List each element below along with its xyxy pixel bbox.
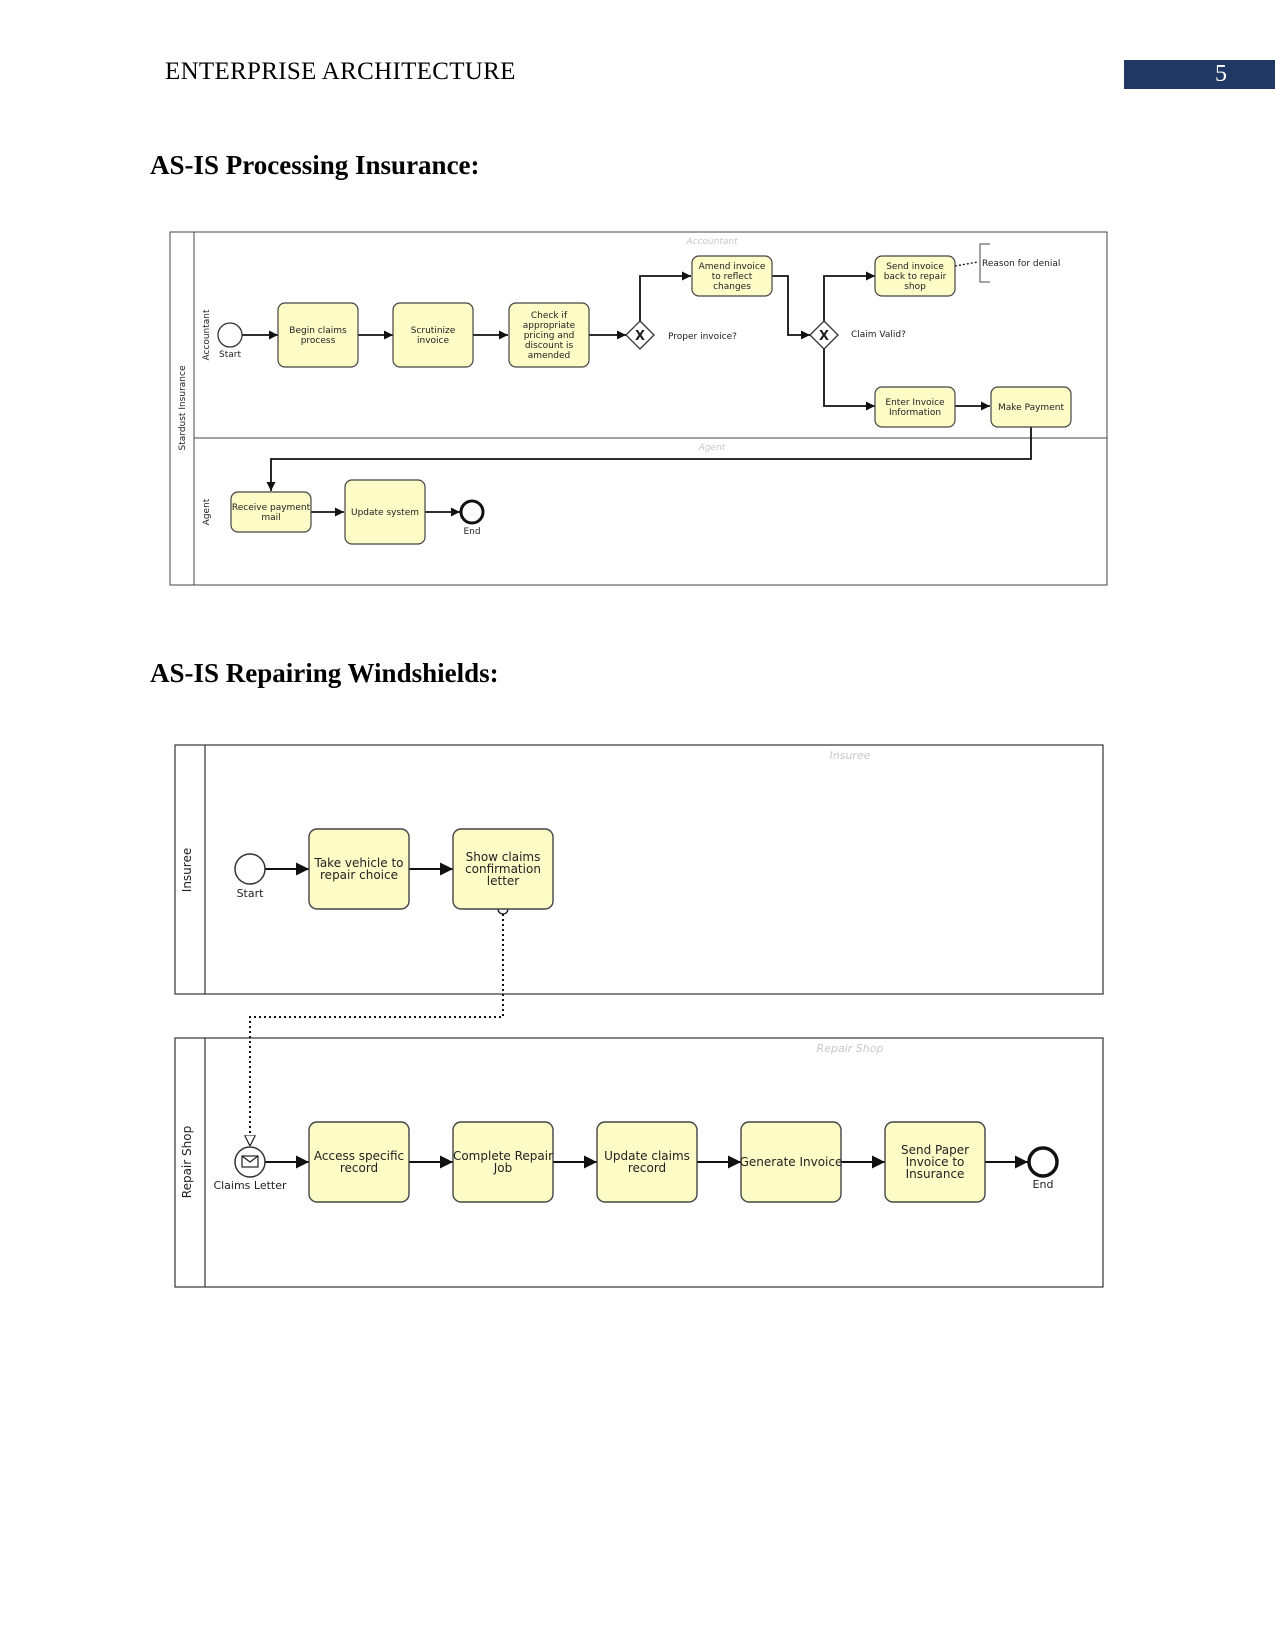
lane-ghost-agent: Agent — [698, 443, 726, 453]
svg-text:X: X — [819, 329, 829, 344]
lane-ghost-accountant: Accountant — [685, 237, 738, 247]
svg-text:Job: Job — [493, 1161, 513, 1175]
svg-text:letter: letter — [487, 874, 520, 888]
pool-stardust-insurance — [169, 231, 1108, 586]
task-generate-invoice: Generate Invoice — [740, 1121, 843, 1203]
start-event-insuree — [234, 853, 266, 885]
task-access-specific-record: Access specific record — [308, 1121, 410, 1203]
section-heading-processing-insurance: AS-IS Processing Insurance: — [150, 150, 480, 180]
gateway-label-proper-invoice: Proper invoice? — [668, 332, 737, 342]
pool-label: Stardust Insurance — [178, 365, 188, 450]
svg-text:Show claims: Show claims — [466, 850, 541, 864]
task-make-payment: Make Payment — [990, 386, 1072, 428]
task-receive-payment-mail: Receive payment mail — [230, 491, 312, 533]
start-event — [217, 322, 243, 348]
svg-text:pricing and: pricing and — [524, 331, 575, 341]
page-number: 5 — [1215, 61, 1227, 87]
svg-text:Complete Repair: Complete Repair — [453, 1149, 553, 1163]
svg-text:Enter Invoice: Enter Invoice — [885, 398, 945, 408]
svg-text:Access specific: Access specific — [314, 1149, 404, 1163]
message-start-label: Claims Letter — [213, 1179, 287, 1192]
gateway-proper-invoice: X Proper invoice? — [625, 320, 737, 350]
section-heading-repairing-windshields: AS-IS Repairing Windshields: — [150, 658, 499, 688]
end-event-repair — [1027, 1146, 1059, 1178]
svg-text:Amend invoice: Amend invoice — [699, 262, 766, 272]
svg-text:changes: changes — [713, 282, 751, 292]
running-head: ENTERPRISE ARCHITECTURE — [165, 58, 516, 85]
task-send-paper-invoice: Send Paper Invoice to Insurance — [884, 1121, 986, 1203]
svg-text:process: process — [301, 336, 336, 346]
svg-text:Update system: Update system — [351, 508, 419, 518]
task-check-pricing: Check if appropriate pricing and discoun… — [508, 302, 590, 368]
gateway-label-claim-valid: Claim Valid? — [851, 330, 906, 340]
task-update-claims-record: Update claims record — [596, 1121, 698, 1203]
svg-text:Invoice to: Invoice to — [906, 1155, 965, 1169]
svg-text:back to repair: back to repair — [884, 272, 947, 282]
svg-text:to reflect: to reflect — [712, 272, 753, 282]
task-show-claims-letter: Show claims confirmation letter — [452, 828, 554, 910]
task-amend-invoice: Amend invoice to reflect changes — [691, 255, 773, 297]
end-event — [459, 499, 485, 525]
end-label: End — [463, 527, 480, 537]
task-update-system: Update system — [344, 479, 426, 545]
svg-text:Insurance: Insurance — [906, 1167, 965, 1181]
svg-text:shop: shop — [904, 282, 926, 292]
svg-text:record: record — [340, 1161, 378, 1175]
svg-text:Make Payment: Make Payment — [998, 403, 1064, 413]
svg-text:Begin claims: Begin claims — [289, 326, 347, 336]
svg-text:amended: amended — [528, 351, 571, 361]
task-send-invoice-back: Send invoice back to repair shop — [874, 255, 956, 297]
svg-text:Receive payment: Receive payment — [232, 503, 311, 513]
annotation-reason-for-denial: Reason for denial — [982, 259, 1060, 269]
pool-ghost-repair-shop: Repair Shop — [817, 1042, 884, 1055]
svg-text:Take vehicle to: Take vehicle to — [313, 856, 403, 870]
svg-text:Information: Information — [889, 408, 941, 418]
svg-text:discount is: discount is — [525, 341, 574, 351]
task-take-vehicle: Take vehicle to repair choice — [308, 828, 410, 910]
lane-label-agent: Agent — [202, 498, 212, 525]
svg-text:invoice: invoice — [417, 336, 449, 346]
svg-text:Scrutinize: Scrutinize — [411, 326, 456, 336]
svg-text:Send Paper: Send Paper — [901, 1143, 969, 1157]
gateway-claim-valid: X Claim Valid? — [809, 320, 906, 350]
diagram-processing-insurance: Stardust Insurance Accountant Agent Acco… — [169, 231, 1108, 586]
envelope-icon — [241, 1155, 259, 1168]
pool-label-insuree: Insuree — [180, 848, 194, 892]
page-number-bar — [1124, 60, 1275, 89]
svg-text:Send invoice: Send invoice — [886, 262, 944, 272]
pool-label-repair-shop: Repair Shop — [180, 1126, 194, 1198]
start-label-insuree: Start — [237, 887, 265, 900]
message-start-event — [234, 1146, 266, 1178]
task-begin-claims-process: Begin claims process — [277, 302, 359, 368]
start-label: Start — [219, 350, 241, 360]
end-label-repair: End — [1033, 1178, 1054, 1191]
message-flow — [250, 914, 504, 1146]
task-enter-invoice-information: Enter Invoice Information — [874, 386, 956, 428]
task-scrutinize-invoice: Scrutinize invoice — [392, 302, 474, 368]
svg-text:X: X — [635, 329, 645, 344]
svg-text:appropriate: appropriate — [523, 321, 576, 331]
svg-text:record: record — [628, 1161, 666, 1175]
svg-text:Generate Invoice: Generate Invoice — [740, 1155, 843, 1169]
svg-text:repair choice: repair choice — [320, 868, 398, 882]
svg-text:confirmation: confirmation — [465, 862, 541, 876]
lane-label-accountant: Accountant — [202, 309, 212, 361]
svg-text:mail: mail — [261, 513, 280, 523]
svg-text:Check if: Check if — [531, 311, 568, 321]
task-complete-repair-job: Complete Repair Job — [452, 1121, 554, 1203]
diagram-repairing-windshields: Insuree Insuree Repair Shop Repair Shop … — [174, 744, 1104, 1288]
pool-ghost-insuree: Insuree — [830, 749, 871, 762]
svg-text:Update claims: Update claims — [604, 1149, 690, 1163]
